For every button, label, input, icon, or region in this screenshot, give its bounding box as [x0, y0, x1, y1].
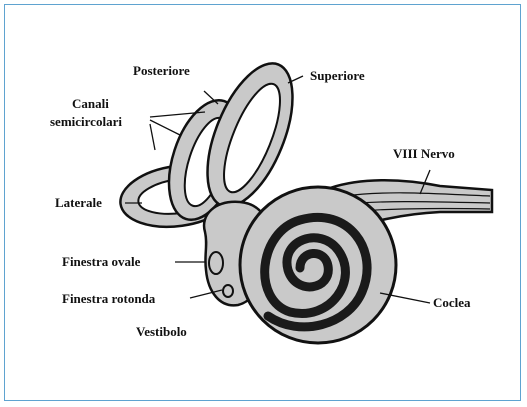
- label-finestra-rotonda: Finestra rotonda: [62, 291, 156, 306]
- label-coclea: Coclea: [433, 295, 471, 310]
- label-superiore: Superiore: [310, 68, 365, 83]
- label-vestibolo: Vestibolo: [136, 324, 187, 339]
- label-posteriore: Posteriore: [133, 63, 190, 78]
- cochlea: [240, 187, 396, 343]
- label-finestra-ovale: Finestra ovale: [62, 254, 141, 269]
- round-window: [223, 285, 233, 297]
- label-laterale: Laterale: [55, 195, 102, 210]
- label-canali: Canali: [72, 96, 109, 111]
- label-semicircolari: semicircolari: [50, 114, 122, 129]
- label-viii-nervo: VIII Nervo: [393, 146, 455, 161]
- oval-window: [209, 252, 223, 274]
